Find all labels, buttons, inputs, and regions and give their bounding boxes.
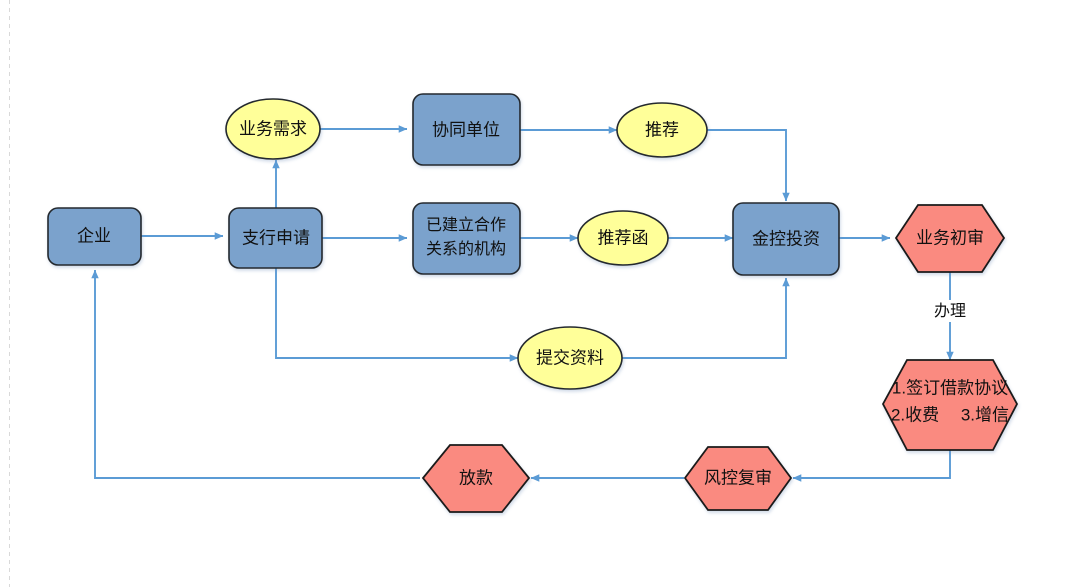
edge-label-group: 办理: [925, 300, 975, 322]
node-biz-demand[interactable]: 业务需求: [225, 98, 321, 160]
node-recommend[interactable]: 推荐: [616, 102, 708, 158]
node-enterprise-label: 企业: [77, 226, 111, 245]
node-disbursement[interactable]: 放款: [421, 444, 531, 513]
node-recommend-letter-shape[interactable]: [577, 210, 669, 266]
node-jinkong-invest-label: 金控投资: [752, 229, 820, 248]
edge-label-backdrop: [925, 300, 975, 322]
node-recommend-letter-label: 推荐函: [598, 228, 649, 247]
node-partner-org-shape[interactable]: [412, 202, 521, 275]
node-enterprise[interactable]: 企业: [47, 207, 142, 266]
node-jinkong-invest[interactable]: 金控投资: [732, 202, 840, 276]
node-disbursement-shape[interactable]: [421, 444, 531, 513]
node-biz-demand-label: 业务需求: [239, 119, 307, 138]
node-enterprise-shape[interactable]: [47, 207, 142, 266]
node-recommend-letter[interactable]: 推荐函: [577, 210, 669, 266]
node-disbursement-label: 放款: [459, 468, 493, 487]
node-recommend-shape[interactable]: [616, 102, 708, 158]
node-partner-org[interactable]: 已建立合作 关系的机构: [412, 202, 521, 275]
node-risk-review-shape[interactable]: [683, 446, 793, 511]
edge-branch-apply-to-submit-docs: [275, 268, 519, 362]
node-biz-first-review-label: 业务初审: [916, 228, 984, 247]
node-submit-docs-label: 提交资料: [536, 348, 604, 367]
node-coop-unit-shape[interactable]: [412, 93, 521, 166]
edge-sign-contract-to-risk-review: [792, 450, 951, 482]
node-submit-docs-shape[interactable]: [517, 326, 623, 390]
node-risk-review-label: 风控复审: [704, 468, 772, 487]
node-branch-apply[interactable]: 支行申请: [228, 207, 323, 269]
node-branch-apply-shape[interactable]: [228, 207, 323, 269]
node-sign-contract-label-line1: 1.签订借款协议: [892, 378, 1008, 397]
node-sign-contract-shape[interactable]: [881, 359, 1019, 451]
edge-disbursement-to-enterprise: [91, 269, 420, 479]
node-biz-demand-shape[interactable]: [225, 98, 321, 160]
node-risk-review[interactable]: 风控复审: [683, 446, 793, 511]
node-submit-docs[interactable]: 提交资料: [517, 326, 623, 390]
node-partner-org-label-line1: 已建立合作: [426, 216, 506, 234]
node-biz-first-review[interactable]: 业务初审: [894, 204, 1006, 273]
edge-recommend-to-jinkong-invest: [707, 129, 790, 202]
node-coop-unit-label: 协同单位: [432, 120, 500, 139]
node-biz-first-review-shape[interactable]: [894, 204, 1006, 273]
edge-submit-docs-to-jinkong-invest: [622, 277, 790, 359]
node-partner-org-label-line2: 关系的机构: [426, 240, 506, 258]
node-sign-contract[interactable]: 1.签订借款协议 2.收费 3.增信: [881, 359, 1019, 451]
node-sign-contract-label-line2: 2.收费 3.增信: [891, 405, 1009, 424]
node-recommend-label: 推荐: [645, 120, 679, 139]
connectors: [91, 125, 954, 482]
node-branch-apply-label: 支行申请: [242, 228, 310, 247]
edge-label-handle: 办理: [934, 302, 966, 320]
node-coop-unit[interactable]: 协同单位: [412, 93, 521, 166]
node-jinkong-invest-shape[interactable]: [732, 202, 840, 276]
